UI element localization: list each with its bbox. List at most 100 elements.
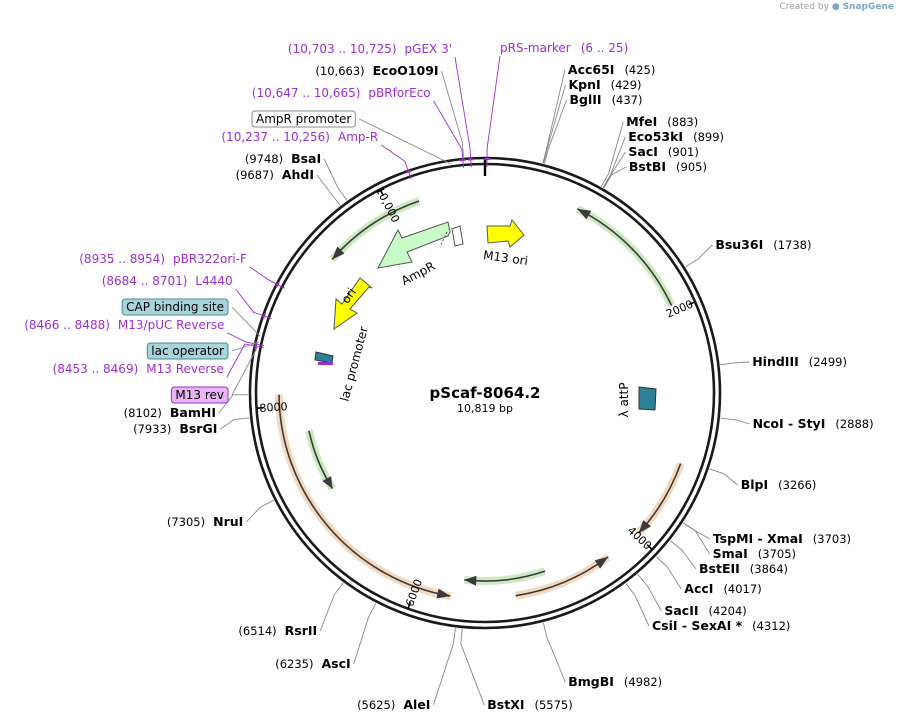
- orf-arc-6-arrowhead-icon: [322, 476, 333, 489]
- enzyme-name[interactable]: AleI: [403, 697, 430, 712]
- enzyme-name[interactable]: BamHI: [170, 405, 216, 420]
- tick-mark-2000: [688, 301, 696, 306]
- primer-leader-2: [433, 100, 465, 169]
- tick-mark-4000: [646, 544, 653, 551]
- enzyme-position: (7933): [133, 422, 171, 436]
- orf-arc-5[interactable]: [278, 394, 451, 597]
- enzyme-position: (4312): [752, 619, 790, 633]
- boxed-label-leader: [231, 346, 259, 396]
- plasmid-name: pScaf-8064.2: [430, 384, 541, 402]
- enzyme-position: (905): [676, 160, 707, 174]
- boxed-label-text: CAP binding site: [126, 300, 224, 314]
- m13-rev-feature[interactable]: [318, 362, 333, 365]
- primer-name[interactable]: M13 Reverse: [146, 362, 224, 376]
- boxed-label-0[interactable]: AmpR promoter: [251, 110, 356, 128]
- enzyme-name[interactable]: KpnI: [568, 77, 600, 92]
- enzyme-name[interactable]: AccI: [684, 581, 713, 596]
- boxed-label-frame: [251, 110, 356, 128]
- boxed-label-2[interactable]: lac operator: [146, 342, 229, 360]
- boxed-label-frame: [170, 386, 229, 404]
- feature-label: lac promoter: [337, 325, 370, 403]
- primer-name[interactable]: L4440: [195, 274, 232, 288]
- ori-feature[interactable]: [333, 277, 373, 331]
- primer-name[interactable]: pGEX 3': [405, 42, 452, 56]
- boxed-label-3[interactable]: M13 rev: [170, 386, 229, 404]
- enzyme-position: (425): [624, 63, 655, 77]
- enzyme-name[interactable]: HindIII: [752, 354, 799, 369]
- boxed-label-text: AmpR promoter: [256, 112, 351, 126]
- primer-name[interactable]: Amp-R: [338, 130, 378, 144]
- enzyme-leader-3: [600, 121, 624, 187]
- enzyme-name[interactable]: TspMI - XmaI: [713, 531, 803, 546]
- enzyme-name[interactable]: SacI: [628, 144, 658, 159]
- enzyme-position: (7305): [167, 515, 205, 529]
- primer-name[interactable]: M13/pUC Reverse: [118, 318, 225, 332]
- enzyme-leader-23: [220, 417, 250, 430]
- primer-name[interactable]: pBR322ori-F: [173, 252, 247, 266]
- enzyme-name[interactable]: AscI: [321, 656, 350, 671]
- m13-ori-feature[interactable]: [486, 218, 525, 248]
- ampr-promoter-feature[interactable]: [451, 225, 464, 247]
- primer-leader-6: [227, 332, 265, 347]
- orf-arc-5-arrowhead-icon: [436, 588, 451, 599]
- enzyme-position: (9687): [236, 168, 274, 182]
- orf-arc-1[interactable]: [576, 208, 673, 306]
- enzyme-name[interactable]: MfeI: [626, 114, 657, 129]
- enzyme-name[interactable]: BsrGI: [179, 421, 217, 436]
- enzyme-position: (2888): [835, 417, 873, 431]
- enzyme-position: (899): [693, 130, 724, 144]
- enzyme-position: (4982): [624, 675, 662, 689]
- enzyme-leader-18: [460, 628, 485, 706]
- enzyme-name[interactable]: Acc65I: [568, 62, 615, 77]
- enzyme-name[interactable]: BlpI: [741, 477, 768, 492]
- enzyme-name[interactable]: BsaI: [291, 151, 321, 166]
- enzyme-name[interactable]: AhdI: [282, 167, 314, 182]
- enzyme-position: (2499): [809, 355, 847, 369]
- enzyme-name[interactable]: NruI: [213, 514, 243, 529]
- orf-arc-5-glow: [275, 394, 452, 601]
- lambda-attp-feature[interactable]: [638, 386, 657, 411]
- enzyme-position: (6235): [275, 657, 313, 671]
- primer-name[interactable]: pBRforEco: [368, 86, 430, 100]
- feature-label: M13 ori: [482, 248, 529, 268]
- lac-promoter-feature[interactable]: [314, 351, 334, 364]
- primer-leader-0: [486, 55, 501, 168]
- enzyme-position: (9748): [245, 152, 283, 166]
- enzyme-position: (429): [611, 78, 642, 92]
- credit-brand: SnapGene: [842, 2, 894, 12]
- enzyme-name[interactable]: RsrII: [285, 623, 318, 638]
- enzyme-name[interactable]: Eco53kI: [628, 129, 683, 144]
- boxed-label-1[interactable]: CAP binding site: [121, 298, 229, 316]
- orf-arc-4-arrowhead-icon: [464, 575, 477, 586]
- orf-arc-1-arrowhead-icon: [577, 208, 592, 220]
- enzyme-name[interactable]: SmaI: [713, 546, 748, 561]
- enzyme-leader-27: [441, 70, 465, 158]
- enzyme-name[interactable]: BglII: [570, 92, 602, 107]
- enzyme-position: (6514): [238, 624, 276, 638]
- enzyme-name[interactable]: CsiI - SexAI *: [652, 618, 743, 633]
- enzyme-leader-6: [603, 166, 627, 189]
- tick-label-8000: 8000: [259, 400, 288, 415]
- enzyme-name[interactable]: BmgBI: [568, 674, 614, 689]
- enzyme-name[interactable]: Bsu36I: [715, 237, 763, 252]
- enzyme-name[interactable]: NcoI - StyI: [753, 416, 826, 431]
- ampr-feature[interactable]: [377, 221, 451, 269]
- enzyme-leader-20: [353, 603, 377, 665]
- enzyme-name[interactable]: BstBI: [629, 159, 666, 174]
- orf-arc-3-arrowhead-icon: [594, 556, 609, 569]
- enzyme-leader-7: [685, 244, 713, 268]
- primer-name[interactable]: pRS-marker: [500, 41, 571, 55]
- enzyme-leader-17: [542, 622, 566, 683]
- boxed-label-text: lac operator: [151, 344, 224, 358]
- enzyme-position: (437): [612, 93, 643, 107]
- enzyme-name[interactable]: BstEII: [699, 561, 740, 576]
- primer-leader-1: [454, 56, 472, 168]
- orf-arc-2-arrowhead-icon: [638, 520, 652, 534]
- boxed-label-leader: [231, 341, 259, 352]
- enzyme-name[interactable]: BstXI: [487, 697, 524, 712]
- enzyme-name[interactable]: SacII: [664, 603, 698, 618]
- enzyme-position: (3703): [813, 532, 851, 546]
- enzyme-name[interactable]: EcoO109I: [373, 63, 439, 78]
- boxed-label-leader: [359, 118, 451, 165]
- boxed-label-frame: [146, 342, 229, 360]
